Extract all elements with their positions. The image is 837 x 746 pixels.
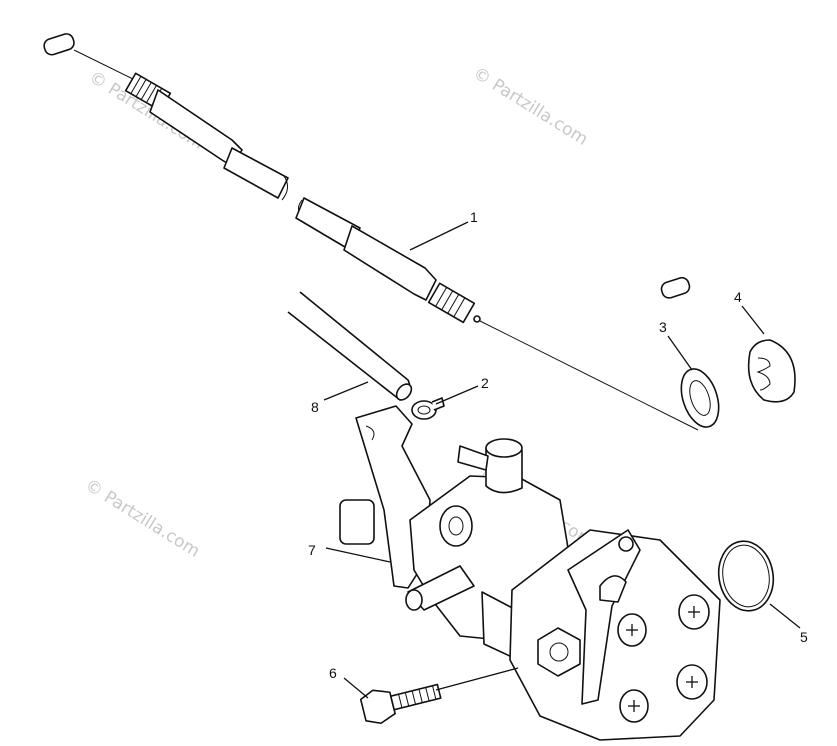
bolt [359,683,442,725]
cover-screw [678,594,710,630]
callout-6: 6 [329,665,337,681]
callout-2: 2 [481,375,489,391]
oil-line [287,291,413,401]
cable-upper-section [43,33,289,201]
callout-7: 7 [308,542,316,558]
hose-clamp [411,397,445,420]
callout-8: 8 [311,399,319,415]
callout-labels: 1 2 3 4 5 6 7 8 [308,209,808,681]
o-ring [717,540,775,612]
callout-1: 1 [470,209,478,225]
callout-5: 5 [800,629,808,645]
oil-pump-body [339,405,721,741]
cover-screw [619,689,649,723]
callout-4: 4 [734,289,742,305]
cover-screw [676,664,708,700]
callout-3: 3 [659,319,667,335]
leader-lines [323,221,801,699]
watermark-left: © Partzilla.com [81,475,203,561]
watermark-top-right: © Partzilla.com [469,63,591,149]
cover-screw [617,613,647,647]
e-clip [747,339,796,403]
cable-lower-section [295,197,699,431]
washer [680,368,720,428]
